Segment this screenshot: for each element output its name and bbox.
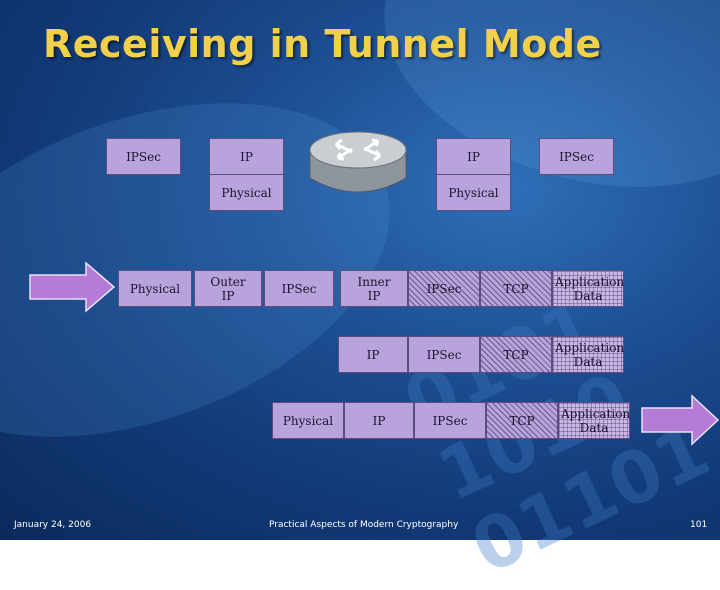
row1-physical-box: Physical <box>118 270 192 307</box>
box-label: Physical <box>221 186 271 200</box>
router-icon <box>306 128 410 200</box>
row1-inner-ip-box: Inner IP <box>340 270 408 307</box>
outgoing-arrow-icon <box>640 394 720 446</box>
box-label: IP <box>240 150 253 164</box>
box-label: Application Data <box>555 275 621 303</box>
top-right-physical-box: Physical <box>436 174 511 211</box>
box-label: IPSec <box>126 150 161 164</box>
row1-ipsec-box: IPSec <box>264 270 334 307</box>
box-label: Application Data <box>555 341 621 369</box>
box-label: Physical <box>448 186 498 200</box>
box-label: IPSec <box>282 282 317 296</box>
row2-ipsec-box: IPSec <box>408 336 480 373</box>
row3-ipsec-box: IPSec <box>414 402 486 439</box>
row1-ipsec-encrypted-box: IPSec <box>408 270 480 307</box>
box-label: IPSec <box>433 414 468 428</box>
box-label: TCP <box>509 414 534 428</box>
row1-app-data-box: Application Data <box>552 270 624 307</box>
incoming-arrow-icon <box>28 261 116 313</box>
row2-tcp-box: TCP <box>480 336 552 373</box>
box-label: Physical <box>283 414 333 428</box>
top-right-ipsec-box: IPSec <box>539 138 614 175</box>
page-title: Receiving in Tunnel Mode <box>43 22 602 66</box>
row1-tcp-box: TCP <box>480 270 552 307</box>
top-left-ipsec-box: IPSec <box>106 138 181 175</box>
box-label: IPSec <box>427 348 462 362</box>
box-label: Outer IP <box>208 275 248 303</box>
row3-tcp-box: TCP <box>486 402 558 439</box>
top-left-ip-box: IP <box>209 138 284 175</box>
box-label: IP <box>467 150 480 164</box>
row3-physical-box: Physical <box>272 402 344 439</box>
row2-ip-box: IP <box>338 336 408 373</box>
box-label: IPSec <box>427 282 462 296</box>
footer-date: January 24, 2006 <box>14 520 91 530</box>
box-label: Physical <box>130 282 180 296</box>
box-label: IP <box>373 414 386 428</box>
box-label: Inner IP <box>354 275 394 303</box>
box-label: Application Data <box>561 407 627 435</box>
top-left-physical-box: Physical <box>209 174 284 211</box>
box-label: TCP <box>503 348 528 362</box>
row3-app-data-box: Application Data <box>558 402 630 439</box>
row1-outer-ip-box: Outer IP <box>194 270 262 307</box>
row3-ip-box: IP <box>344 402 414 439</box>
box-label: IP <box>367 348 380 362</box>
row2-app-data-box: Application Data <box>552 336 624 373</box>
top-right-ip-box: IP <box>436 138 511 175</box>
footer-title: Practical Aspects of Modern Cryptography <box>269 520 458 530</box>
slide-number: 101 <box>690 520 707 530</box>
box-label: TCP <box>503 282 528 296</box>
box-label: IPSec <box>559 150 594 164</box>
